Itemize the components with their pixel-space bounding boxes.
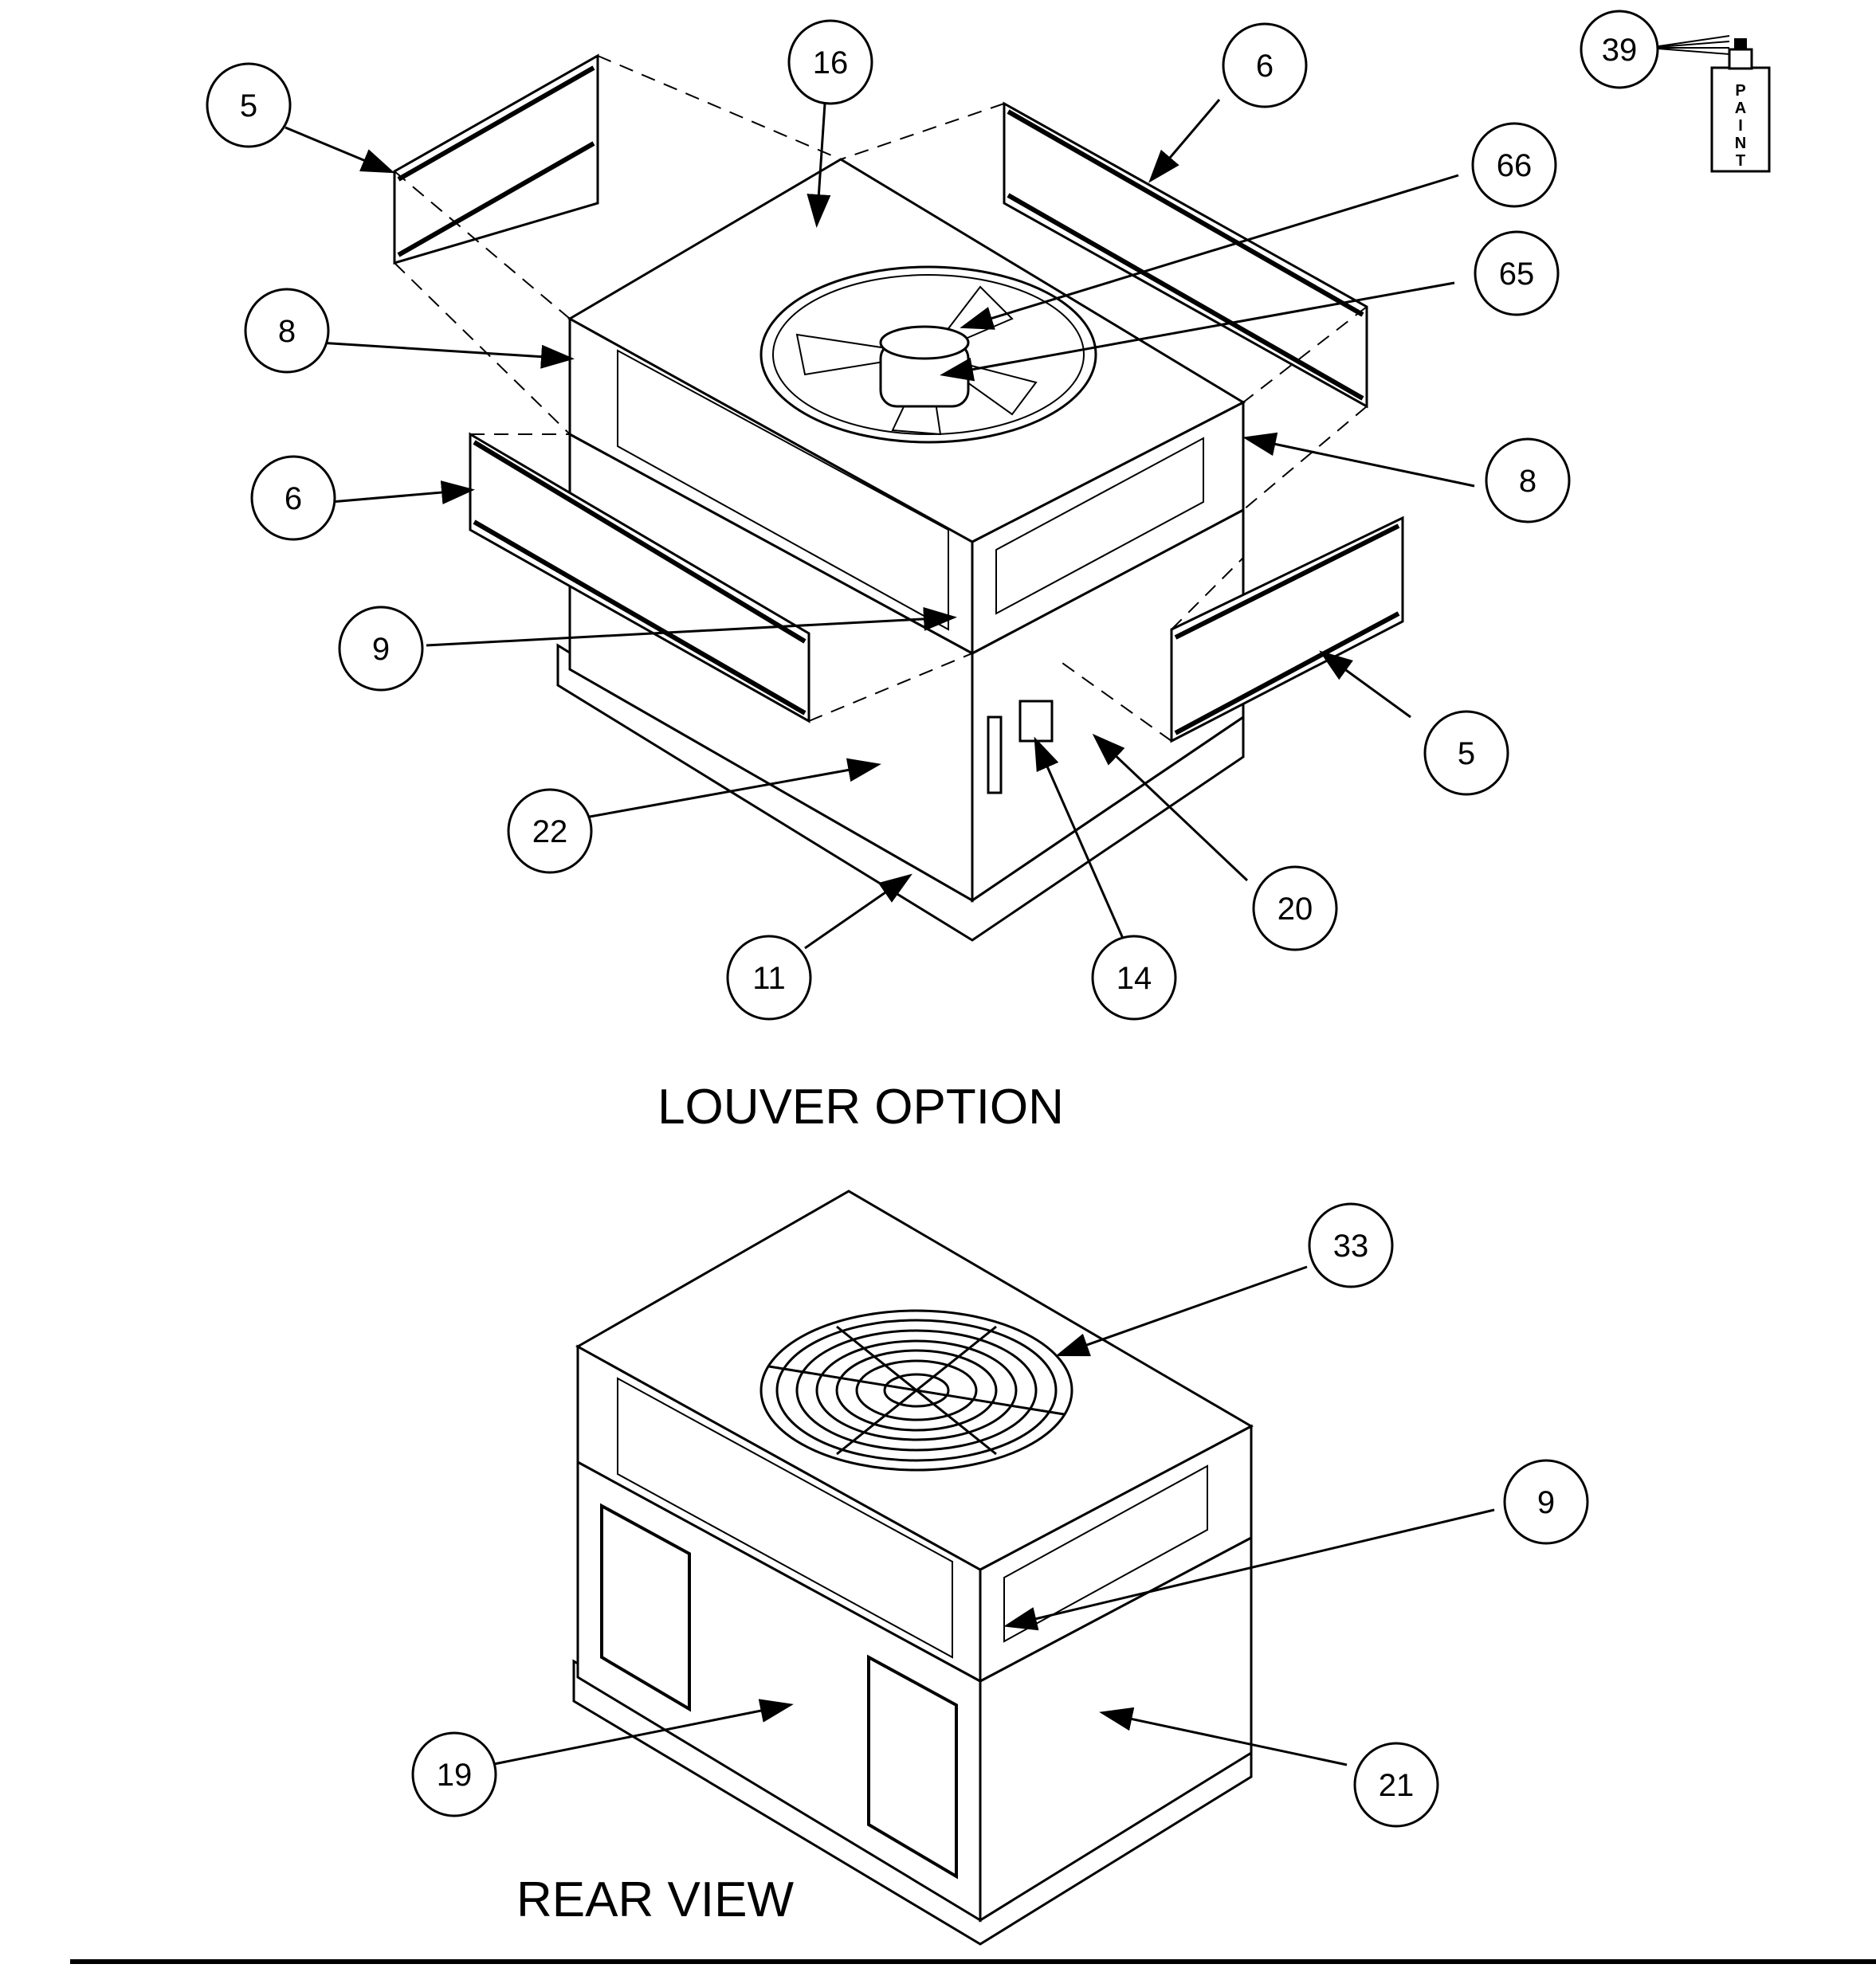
leader-lines bbox=[285, 99, 1495, 1766]
duct-opening-return bbox=[600, 1503, 691, 1712]
callout-label: 5 bbox=[240, 88, 257, 123]
callout: 8 bbox=[1485, 437, 1571, 523]
callout-label: 19 bbox=[437, 1758, 473, 1793]
callout-label: 39 bbox=[1602, 33, 1638, 68]
callout-label: 6 bbox=[1256, 49, 1274, 84]
callout: 5 bbox=[206, 62, 292, 148]
callout-label: 6 bbox=[285, 481, 302, 516]
paint-can-letter: P bbox=[1735, 82, 1745, 100]
callout: 16 bbox=[787, 19, 873, 105]
callout: 14 bbox=[1091, 935, 1177, 1021]
callout: 66 bbox=[1471, 122, 1557, 208]
callout-label: 9 bbox=[1537, 1485, 1555, 1520]
callout-label: 65 bbox=[1499, 257, 1535, 292]
callout: 8 bbox=[244, 288, 330, 374]
callout-label: 9 bbox=[372, 632, 390, 667]
paint-can-letter: T bbox=[1736, 152, 1745, 170]
paint-can-letter: I bbox=[1738, 117, 1743, 135]
callout-label: 11 bbox=[752, 961, 786, 996]
louver-slots bbox=[987, 715, 1003, 794]
callout: 39 bbox=[1580, 10, 1659, 89]
callout-label: 33 bbox=[1333, 1229, 1369, 1264]
paint-can-letter: N bbox=[1735, 135, 1746, 152]
callout-label: 5 bbox=[1458, 736, 1475, 771]
callout: 6 bbox=[250, 455, 336, 541]
louver-panel-left-rear bbox=[393, 53, 599, 265]
rear-view-caption: REAR VIEW bbox=[516, 1872, 794, 1927]
callout: 33 bbox=[1308, 1202, 1394, 1288]
coil-opening-right bbox=[995, 437, 1204, 615]
callout-label: 14 bbox=[1117, 961, 1152, 996]
callout: 5 bbox=[1423, 710, 1509, 796]
callout: 65 bbox=[1474, 230, 1560, 316]
callout: 9 bbox=[1503, 1459, 1589, 1545]
rear-view-unit bbox=[572, 1190, 1254, 1946]
callout: 6 bbox=[1222, 22, 1308, 108]
paint-can-letter: A bbox=[1735, 100, 1746, 117]
callout-label: 21 bbox=[1379, 1768, 1415, 1803]
callout: 21 bbox=[1353, 1742, 1439, 1828]
duct-opening-supply bbox=[867, 1654, 958, 1880]
callout: 19 bbox=[411, 1731, 497, 1817]
callout: 22 bbox=[507, 788, 593, 874]
louver-option-unit bbox=[393, 53, 1404, 942]
louver-panel-right-front bbox=[1170, 516, 1404, 743]
callout-label: 66 bbox=[1497, 148, 1533, 183]
callout-label: 20 bbox=[1277, 892, 1313, 927]
callout-label: 8 bbox=[1519, 464, 1537, 499]
callout-label: 8 bbox=[278, 314, 296, 349]
callout: 9 bbox=[338, 606, 424, 692]
callout-label: 22 bbox=[532, 814, 568, 849]
control-box bbox=[1018, 700, 1054, 743]
callout: 11 bbox=[726, 935, 812, 1021]
callout: 20 bbox=[1252, 865, 1338, 951]
louver-option-caption: LOUVER OPTION bbox=[657, 1080, 1064, 1135]
paint-can: P A I N T bbox=[1647, 35, 1771, 173]
callout-label: 16 bbox=[813, 45, 849, 80]
